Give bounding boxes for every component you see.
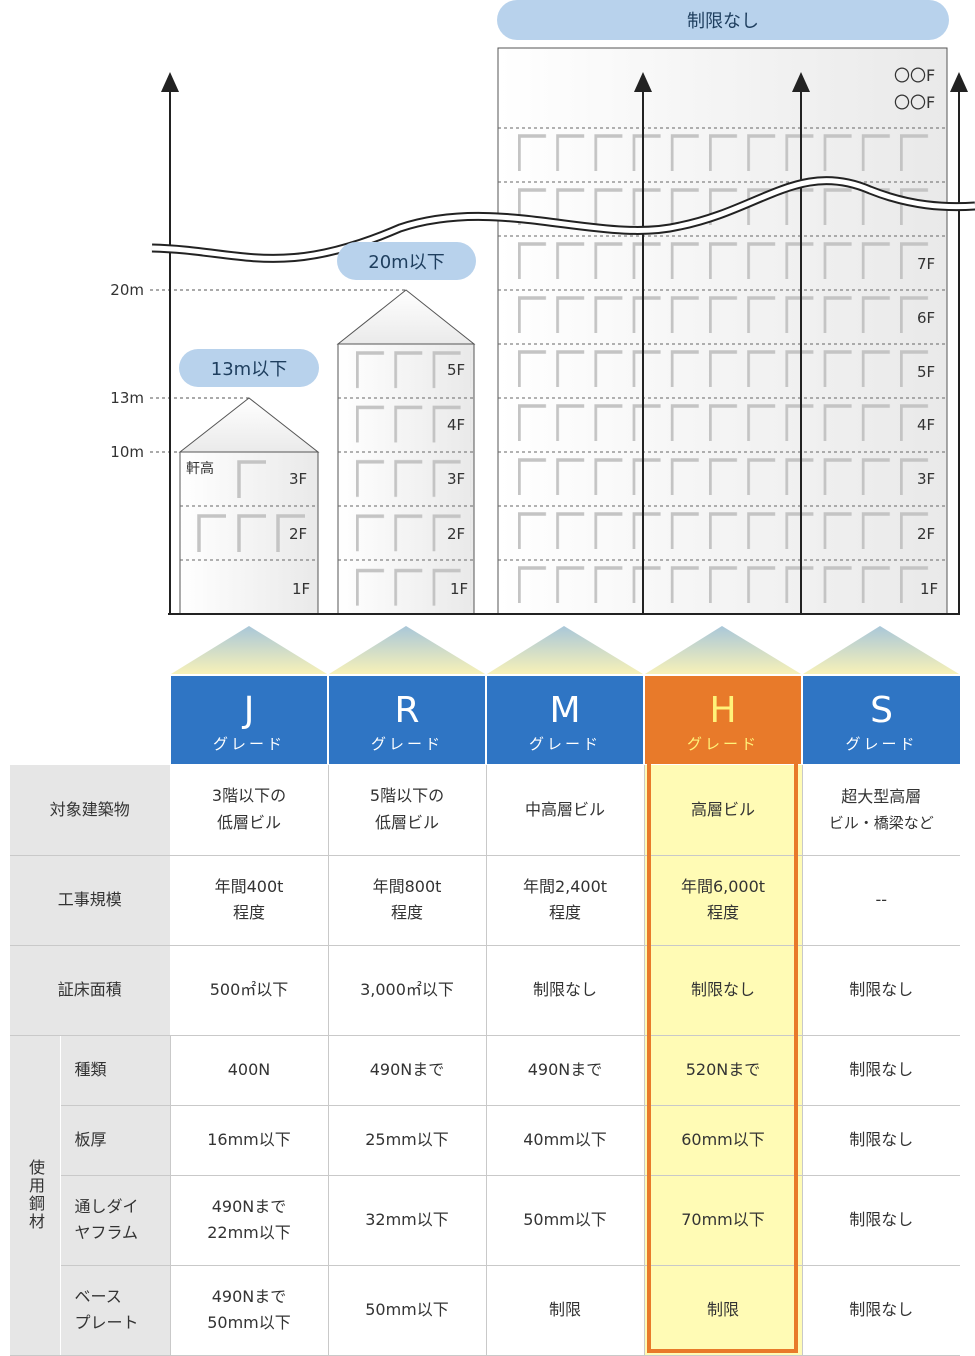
- table-cell: 超大型高層ビル・橋梁など: [801, 765, 960, 856]
- table-cell: 制限なし: [801, 1175, 960, 1266]
- floor-label: 1F: [450, 580, 469, 598]
- grade-header-j: J グレード: [171, 676, 327, 764]
- floor-label: 4F: [917, 416, 936, 434]
- table-cell: 高層ビル: [643, 765, 802, 856]
- floor-label: 2F: [289, 525, 308, 543]
- floor-label: 3F: [289, 470, 308, 488]
- high-rise-building: [497, 47, 948, 615]
- floor-label: 6F: [917, 309, 936, 327]
- floor-label: 7F: [917, 255, 936, 273]
- row-header: 種類: [60, 1035, 170, 1106]
- limit-pill-r: 20m以下: [337, 242, 476, 280]
- height-label-10m: 10m: [110, 443, 144, 461]
- grade-header-r: R グレード: [329, 676, 485, 764]
- table-row: 板厚 16mm以下 25mm以下 40mm以下 60mm以下 制限なし: [10, 1105, 960, 1176]
- table-cell: 中高層ビル: [485, 765, 644, 856]
- group-header-steel: 使用鋼材: [10, 1035, 61, 1356]
- grade-sub: グレード: [845, 735, 918, 753]
- floor-label: 3F: [917, 470, 936, 488]
- floor-label: 2F: [447, 525, 466, 543]
- floor-label: 3F: [447, 470, 466, 488]
- row-header: 板厚: [60, 1105, 170, 1176]
- grade-header-m: M グレード: [487, 676, 643, 764]
- table-row: 証床面積 500㎡以下 3,000㎡以下 制限なし 制限なし 制限なし: [10, 945, 960, 1036]
- height-label-13m: 13m: [110, 389, 144, 407]
- grade-header-s: S グレード: [803, 676, 960, 764]
- grade-letter: R: [394, 690, 420, 731]
- table-cell: 制限なし: [801, 945, 960, 1036]
- table-cell: 40mm以下: [485, 1105, 644, 1176]
- row-header: ベースプレート: [60, 1265, 170, 1356]
- grade-letter: M: [549, 690, 581, 731]
- building-diagram: [150, 47, 975, 674]
- table-cell: 制限: [485, 1265, 644, 1356]
- grade-letter: S: [870, 690, 893, 731]
- table-cell: 25mm以下: [327, 1105, 486, 1176]
- limit-pill-j: 13m以下: [179, 349, 319, 387]
- floor-label: 5F: [917, 363, 936, 381]
- table-cell: 3,000㎡以下: [327, 945, 486, 1036]
- limit-pill-high: 制限なし: [497, 0, 949, 40]
- floor-label: 5F: [447, 361, 466, 379]
- grade-sub: グレード: [686, 735, 759, 753]
- grade-letter: H: [709, 690, 737, 731]
- table-cell: 制限なし: [801, 1265, 960, 1356]
- eave-height-label: 軒高: [186, 461, 214, 477]
- table-cell: 520Nまで: [643, 1035, 802, 1106]
- grade-sub: グレード: [370, 735, 443, 753]
- grade-pointers: [171, 626, 959, 674]
- table-row: 対象建築物 3階以下の低層ビル 5階以下の低層ビル 中高層ビル 高層ビル 超大型…: [10, 765, 960, 856]
- table-cell: 制限なし: [801, 1035, 960, 1106]
- table-cell: --: [801, 855, 960, 946]
- table-cell: 500㎡以下: [169, 945, 328, 1036]
- floor-label: 1F: [920, 580, 939, 598]
- table-cell: 70mm以下: [643, 1175, 802, 1266]
- table-cell: 490Nまで: [327, 1035, 486, 1106]
- grade-sub: グレード: [212, 735, 285, 753]
- j-grade-building: [178, 397, 320, 615]
- r-grade-building: [336, 289, 476, 615]
- table-cell: 60mm以下: [643, 1105, 802, 1176]
- floor-label: 2F: [917, 525, 936, 543]
- grade-header-h: H グレード: [645, 676, 801, 764]
- floor-label: 4F: [447, 416, 466, 434]
- grade-letter: J: [243, 690, 255, 731]
- row-header: 通しダイヤフラム: [60, 1175, 170, 1266]
- table-cell: 3階以下の低層ビル: [169, 765, 328, 856]
- table-row: 使用鋼材 種類 400N 490Nまで 490Nまで 520Nまで 制限なし: [10, 1035, 960, 1356]
- floor-label: 〇〇F: [894, 66, 936, 85]
- table-cell: 16mm以下: [169, 1105, 328, 1176]
- table-cell: 490Nまで: [485, 1035, 644, 1106]
- table-cell: 400N: [169, 1035, 328, 1106]
- table-cell: 50mm以下: [485, 1175, 644, 1266]
- row-header: 対象建築物: [10, 765, 171, 856]
- table-cell: 制限: [643, 1265, 802, 1356]
- table-cell: 5階以下の低層ビル: [327, 765, 486, 856]
- table-cell: 50mm以下: [327, 1265, 486, 1356]
- table-cell: 32mm以下: [327, 1175, 486, 1266]
- floor-label: 〇〇F: [894, 93, 936, 112]
- row-header: 工事規模: [10, 855, 171, 946]
- grade-spec-table: 対象建築物 3階以下の低層ビル 5階以下の低層ビル 中高層ビル 高層ビル 超大型…: [10, 765, 960, 1356]
- top-floor-labels: 〇〇F 〇〇F: [894, 62, 935, 116]
- row-header: 証床面積: [10, 945, 171, 1036]
- height-arrows: [161, 72, 968, 615]
- floor-label: 1F: [292, 580, 311, 598]
- break-wave: [151, 176, 975, 263]
- table-cell: 制限なし: [643, 945, 802, 1036]
- height-label-20m: 20m: [110, 281, 144, 299]
- grade-sub: グレード: [528, 735, 601, 753]
- table-cell: 制限なし: [801, 1105, 960, 1176]
- table-cell: 制限なし: [485, 945, 644, 1036]
